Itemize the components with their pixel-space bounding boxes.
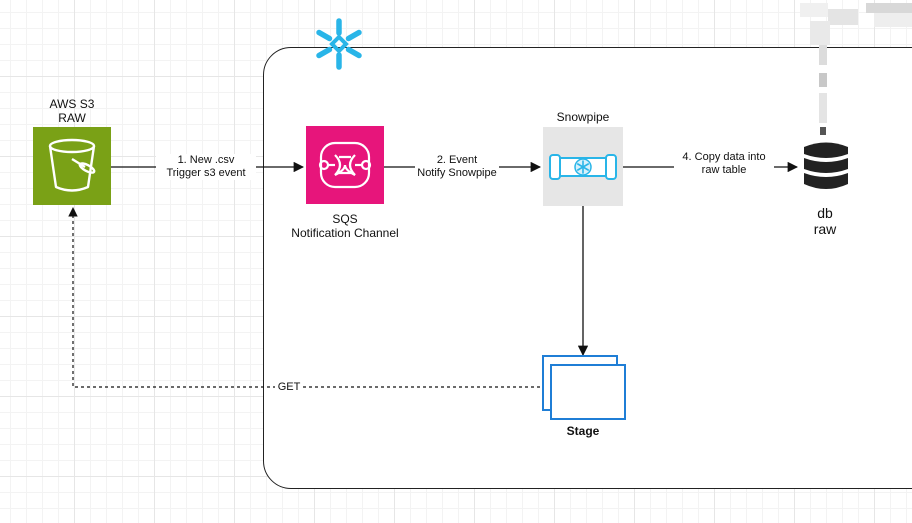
snowpipe-icon bbox=[549, 154, 617, 180]
pixel-artifact-vertical bbox=[819, 45, 827, 137]
snowpipe-title: Snowpipe bbox=[556, 110, 610, 124]
s3-subtitle: RAW bbox=[58, 111, 86, 125]
edge-4-label-line1: 4. Copy data into bbox=[674, 151, 774, 164]
sqs-subtitle: Notification Channel bbox=[291, 226, 399, 240]
bucket-icon bbox=[48, 138, 96, 192]
db-title: db bbox=[817, 205, 833, 221]
stage-node[interactable] bbox=[550, 364, 626, 420]
snowflake-icon bbox=[316, 18, 362, 70]
edge-1-label-line1: 1. New .csv bbox=[156, 154, 256, 167]
sqs-node[interactable] bbox=[306, 126, 384, 204]
pixel-artifact bbox=[800, 3, 912, 45]
edge-4-label-line2: raw table bbox=[674, 164, 774, 177]
edge-2-label-line2: Notify Snowpipe bbox=[415, 167, 499, 180]
database-icon[interactable] bbox=[803, 141, 849, 191]
snowpipe-node[interactable] bbox=[543, 127, 623, 206]
get-label: GET bbox=[275, 381, 303, 394]
stage-title: Stage bbox=[566, 424, 600, 438]
edge-2-label-line1: 2. Event bbox=[415, 154, 499, 167]
sqs-title: SQS bbox=[332, 212, 358, 226]
s3-bucket-node[interactable] bbox=[33, 127, 111, 205]
db-subtitle: raw bbox=[813, 221, 837, 237]
edge-1-label-line2: Trigger s3 event bbox=[156, 167, 256, 180]
s3-title: AWS S3 bbox=[49, 97, 95, 111]
sqs-icon bbox=[318, 141, 372, 189]
